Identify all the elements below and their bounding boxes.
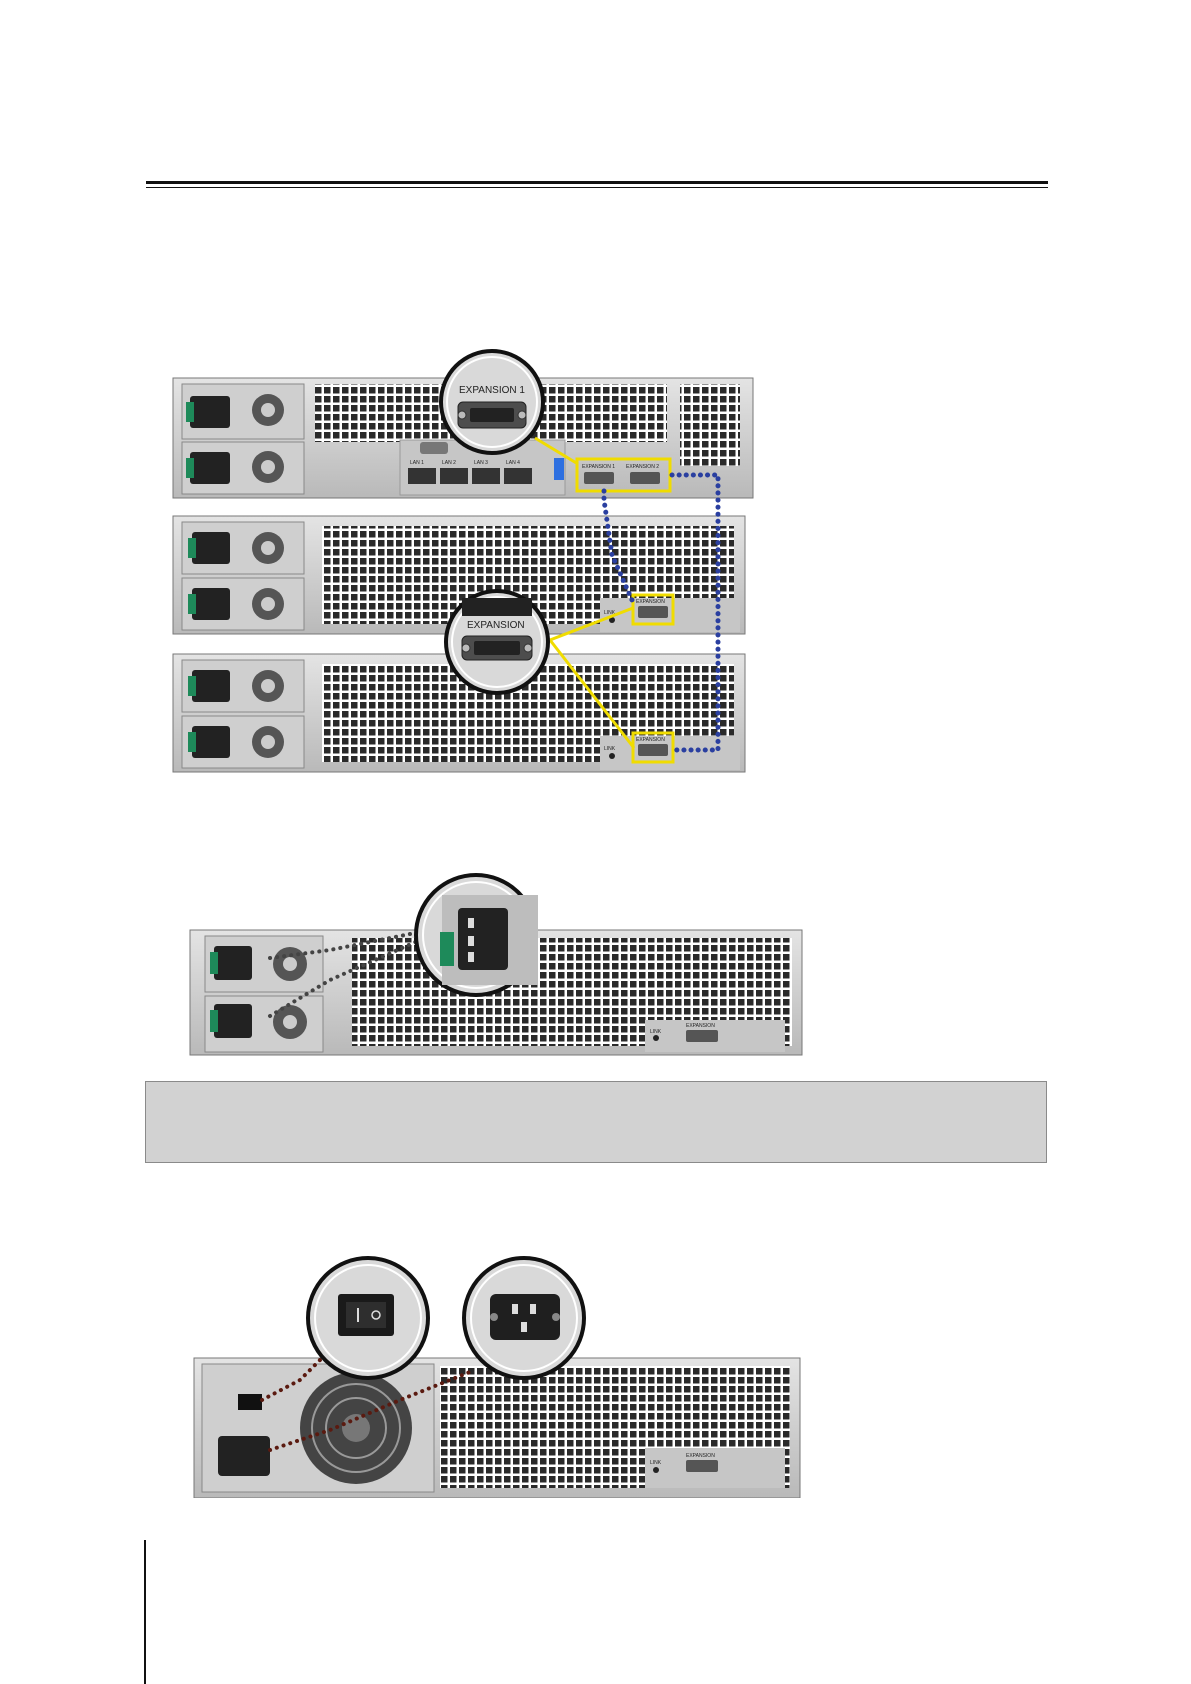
zoom-power-socket [462, 1256, 586, 1380]
zoom-power-switch [306, 1256, 430, 1380]
lan-3-label: LAN 3 [474, 460, 488, 466]
power-socket [218, 1436, 270, 1476]
power-switch [238, 1394, 262, 1410]
expansion-1-port [584, 472, 614, 484]
note-box [145, 1081, 1047, 1163]
expansion-unit-2: LINK EXPANSION [172, 653, 746, 773]
callout-lines [534, 436, 636, 749]
page-margin-bar [144, 1540, 146, 1684]
unit-expansion-port [686, 1030, 718, 1042]
figure-expansion-connection: LAN 1 LAN 2 LAN 3 LAN 4 EXPANSION 1 EXPA… [0, 345, 1191, 775]
unit-port-label: EXPANSION [636, 737, 665, 743]
zoom-power-socket [414, 873, 538, 997]
header-rule [146, 181, 1048, 184]
expansion-unit-1: LINK EXPANSION [172, 515, 746, 635]
expansion-2-port-label: EXPANSION 2 [626, 464, 659, 470]
zoom-top-label: EXPANSION 1 [459, 385, 525, 396]
expansion-2-port [630, 472, 660, 484]
unit-expansion-port [638, 744, 668, 756]
unit-port-label: EXPANSION [636, 599, 665, 605]
link-label: LINK [650, 1029, 662, 1035]
link-label: LINK [604, 610, 616, 616]
unit-expansion-port [686, 1460, 718, 1472]
figure-power-connection: LINK EXPANSION [0, 868, 1191, 1058]
zoom-expansion-1: EXPANSION 1 [439, 349, 545, 455]
unit-expansion-port [638, 606, 668, 618]
figure-single-psu-unit: LINK EXPANSION [0, 1248, 1191, 1498]
expansion-1-port-label: EXPANSION 1 [582, 464, 615, 470]
single-psu-unit-rear: LINK EXPANSION [193, 1357, 801, 1498]
zoom-mid-label: EXPANSION [467, 620, 525, 631]
expansion-unit-rear: LINK EXPANSION [189, 929, 803, 1056]
callout-dots [260, 1348, 472, 1452]
lan-1-label: LAN 1 [410, 460, 424, 466]
power-callout-dots [268, 930, 422, 1018]
link-label: LINK [650, 1460, 662, 1466]
unit-port-label: EXPANSION [686, 1453, 715, 1459]
power-socket-icon [490, 1294, 560, 1340]
header-rule-thin [146, 187, 1048, 188]
zoom-expansion-unit: EXPANSION [444, 589, 550, 695]
cable-expansion-1 [601, 488, 635, 603]
cable-expansion-2 [669, 472, 721, 753]
unit-port-label: EXPANSION [686, 1023, 715, 1029]
expansion-cables [601, 472, 721, 753]
lan-2-label: LAN 2 [442, 460, 456, 466]
link-label: LINK [604, 746, 616, 752]
power-socket-icon [458, 908, 508, 970]
lan-4-label: LAN 4 [506, 460, 520, 466]
